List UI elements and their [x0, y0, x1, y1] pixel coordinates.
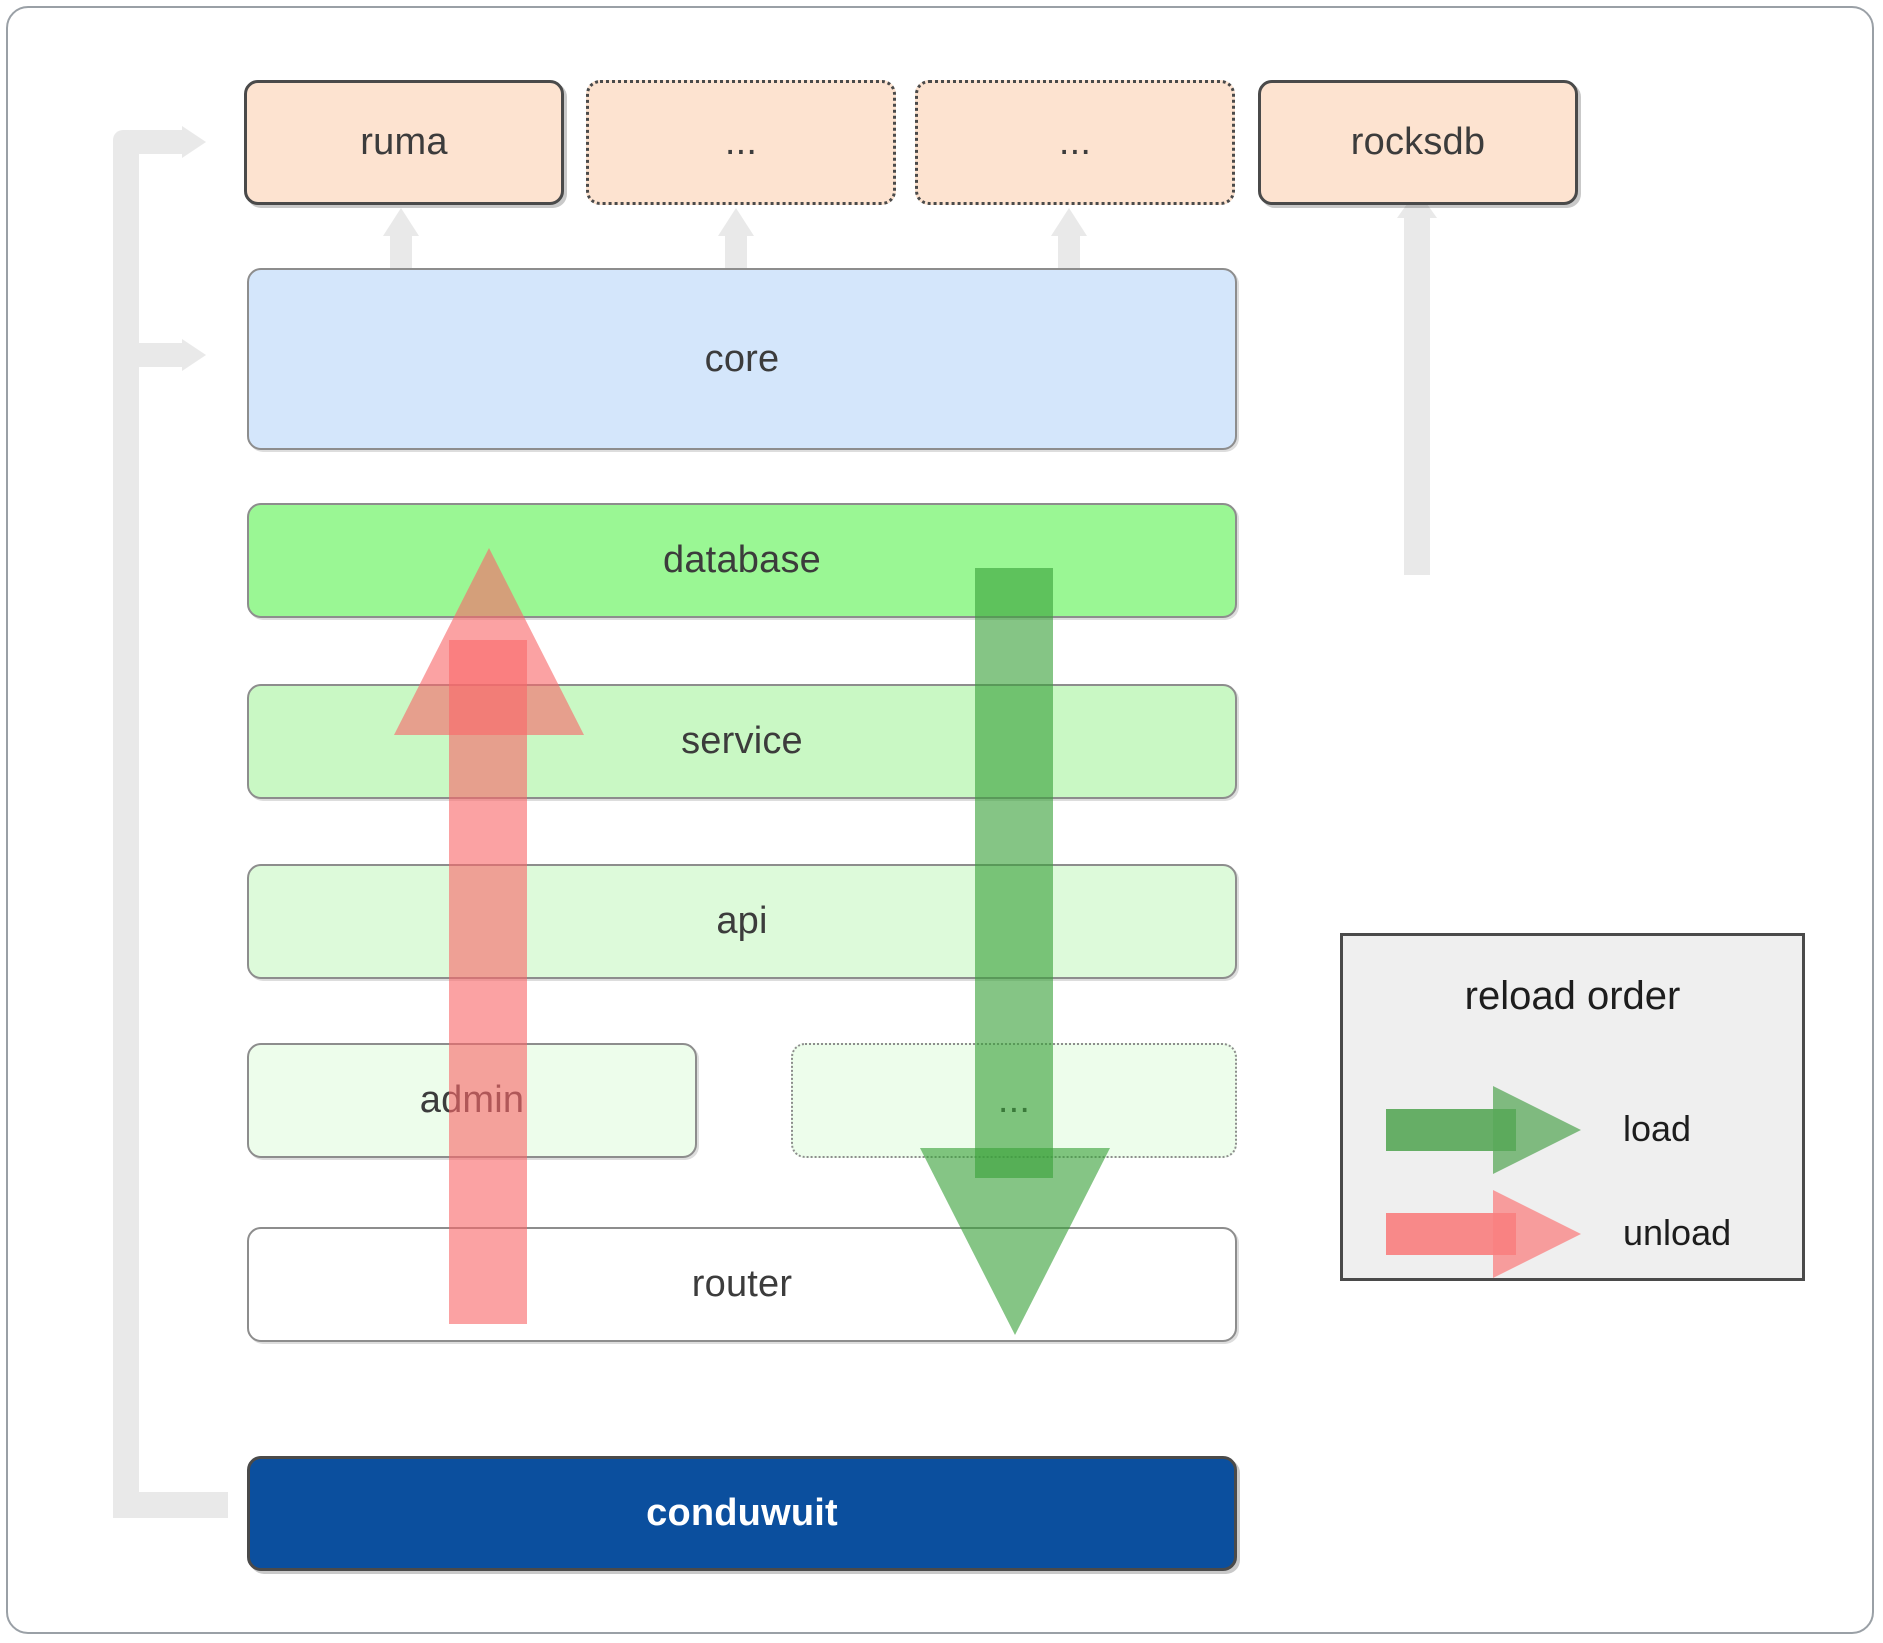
layer-box-api[interactable]: api — [247, 864, 1237, 979]
external-box-ruma[interactable]: ruma — [244, 80, 564, 205]
layer-box-core[interactable]: core — [247, 268, 1237, 450]
legend-load-arrow-head — [1493, 1086, 1581, 1174]
arrow-core-to-ext2-head — [1051, 208, 1087, 236]
connector-branch-core-arrowhead — [182, 339, 206, 371]
legend-unload-arrow-head — [1493, 1190, 1581, 1278]
layer-box-api-label: api — [716, 900, 768, 942]
arrow-core-to-ext2-shaft — [1058, 232, 1080, 277]
layer-box-core-label: core — [704, 337, 780, 380]
layer-box-database-label: database — [663, 539, 821, 581]
arrow-core-to-ext1-shaft — [725, 232, 747, 277]
binary-box-conduwuit[interactable]: conduwuit — [247, 1456, 1237, 1571]
layer-box-router-label: router — [691, 1263, 793, 1305]
arrow-core-to-ruma-shaft — [390, 232, 412, 277]
unload-arrow-shaft — [449, 640, 527, 1324]
layer-box-service[interactable]: service — [247, 684, 1237, 799]
legend-load-label: load — [1623, 1108, 1692, 1149]
external-box-ellipsis-2-label: ... — [1058, 121, 1092, 163]
external-box-ellipsis-1[interactable]: ... — [586, 80, 896, 205]
binary-box-conduwuit-label: conduwuit — [646, 1492, 838, 1534]
arrow-core-to-ruma-head — [383, 208, 419, 236]
connector-trunk-vertical — [113, 130, 139, 1518]
unload-arrow-head — [394, 548, 584, 735]
external-box-ellipsis-1-label: ... — [724, 121, 758, 163]
connector-branch-ruma-arrowhead — [182, 126, 206, 158]
arrow-core-to-ext1-head — [718, 208, 754, 236]
connector-trunk-to-binary — [113, 1492, 228, 1518]
legend-title: reload order — [1464, 974, 1681, 1018]
external-box-ellipsis-2[interactable]: ... — [915, 80, 1235, 205]
connector-database-to-rocksdb-vertical — [1404, 215, 1430, 575]
legend-panel: reload order load unload — [1340, 933, 1805, 1281]
external-box-rocksdb-label: rocksdb — [1350, 121, 1486, 163]
connector-branch-core — [130, 343, 185, 367]
load-arrow-head — [920, 1148, 1110, 1335]
external-box-ruma-label: ruma — [360, 121, 448, 163]
legend-unload-label: unload — [1623, 1212, 1732, 1253]
diagram-frame — [6, 6, 1874, 1634]
load-arrow-shaft — [975, 568, 1053, 1178]
connector-branch-ruma — [130, 130, 185, 154]
layer-box-service-label: service — [681, 720, 803, 762]
external-box-rocksdb[interactable]: rocksdb — [1258, 80, 1578, 205]
